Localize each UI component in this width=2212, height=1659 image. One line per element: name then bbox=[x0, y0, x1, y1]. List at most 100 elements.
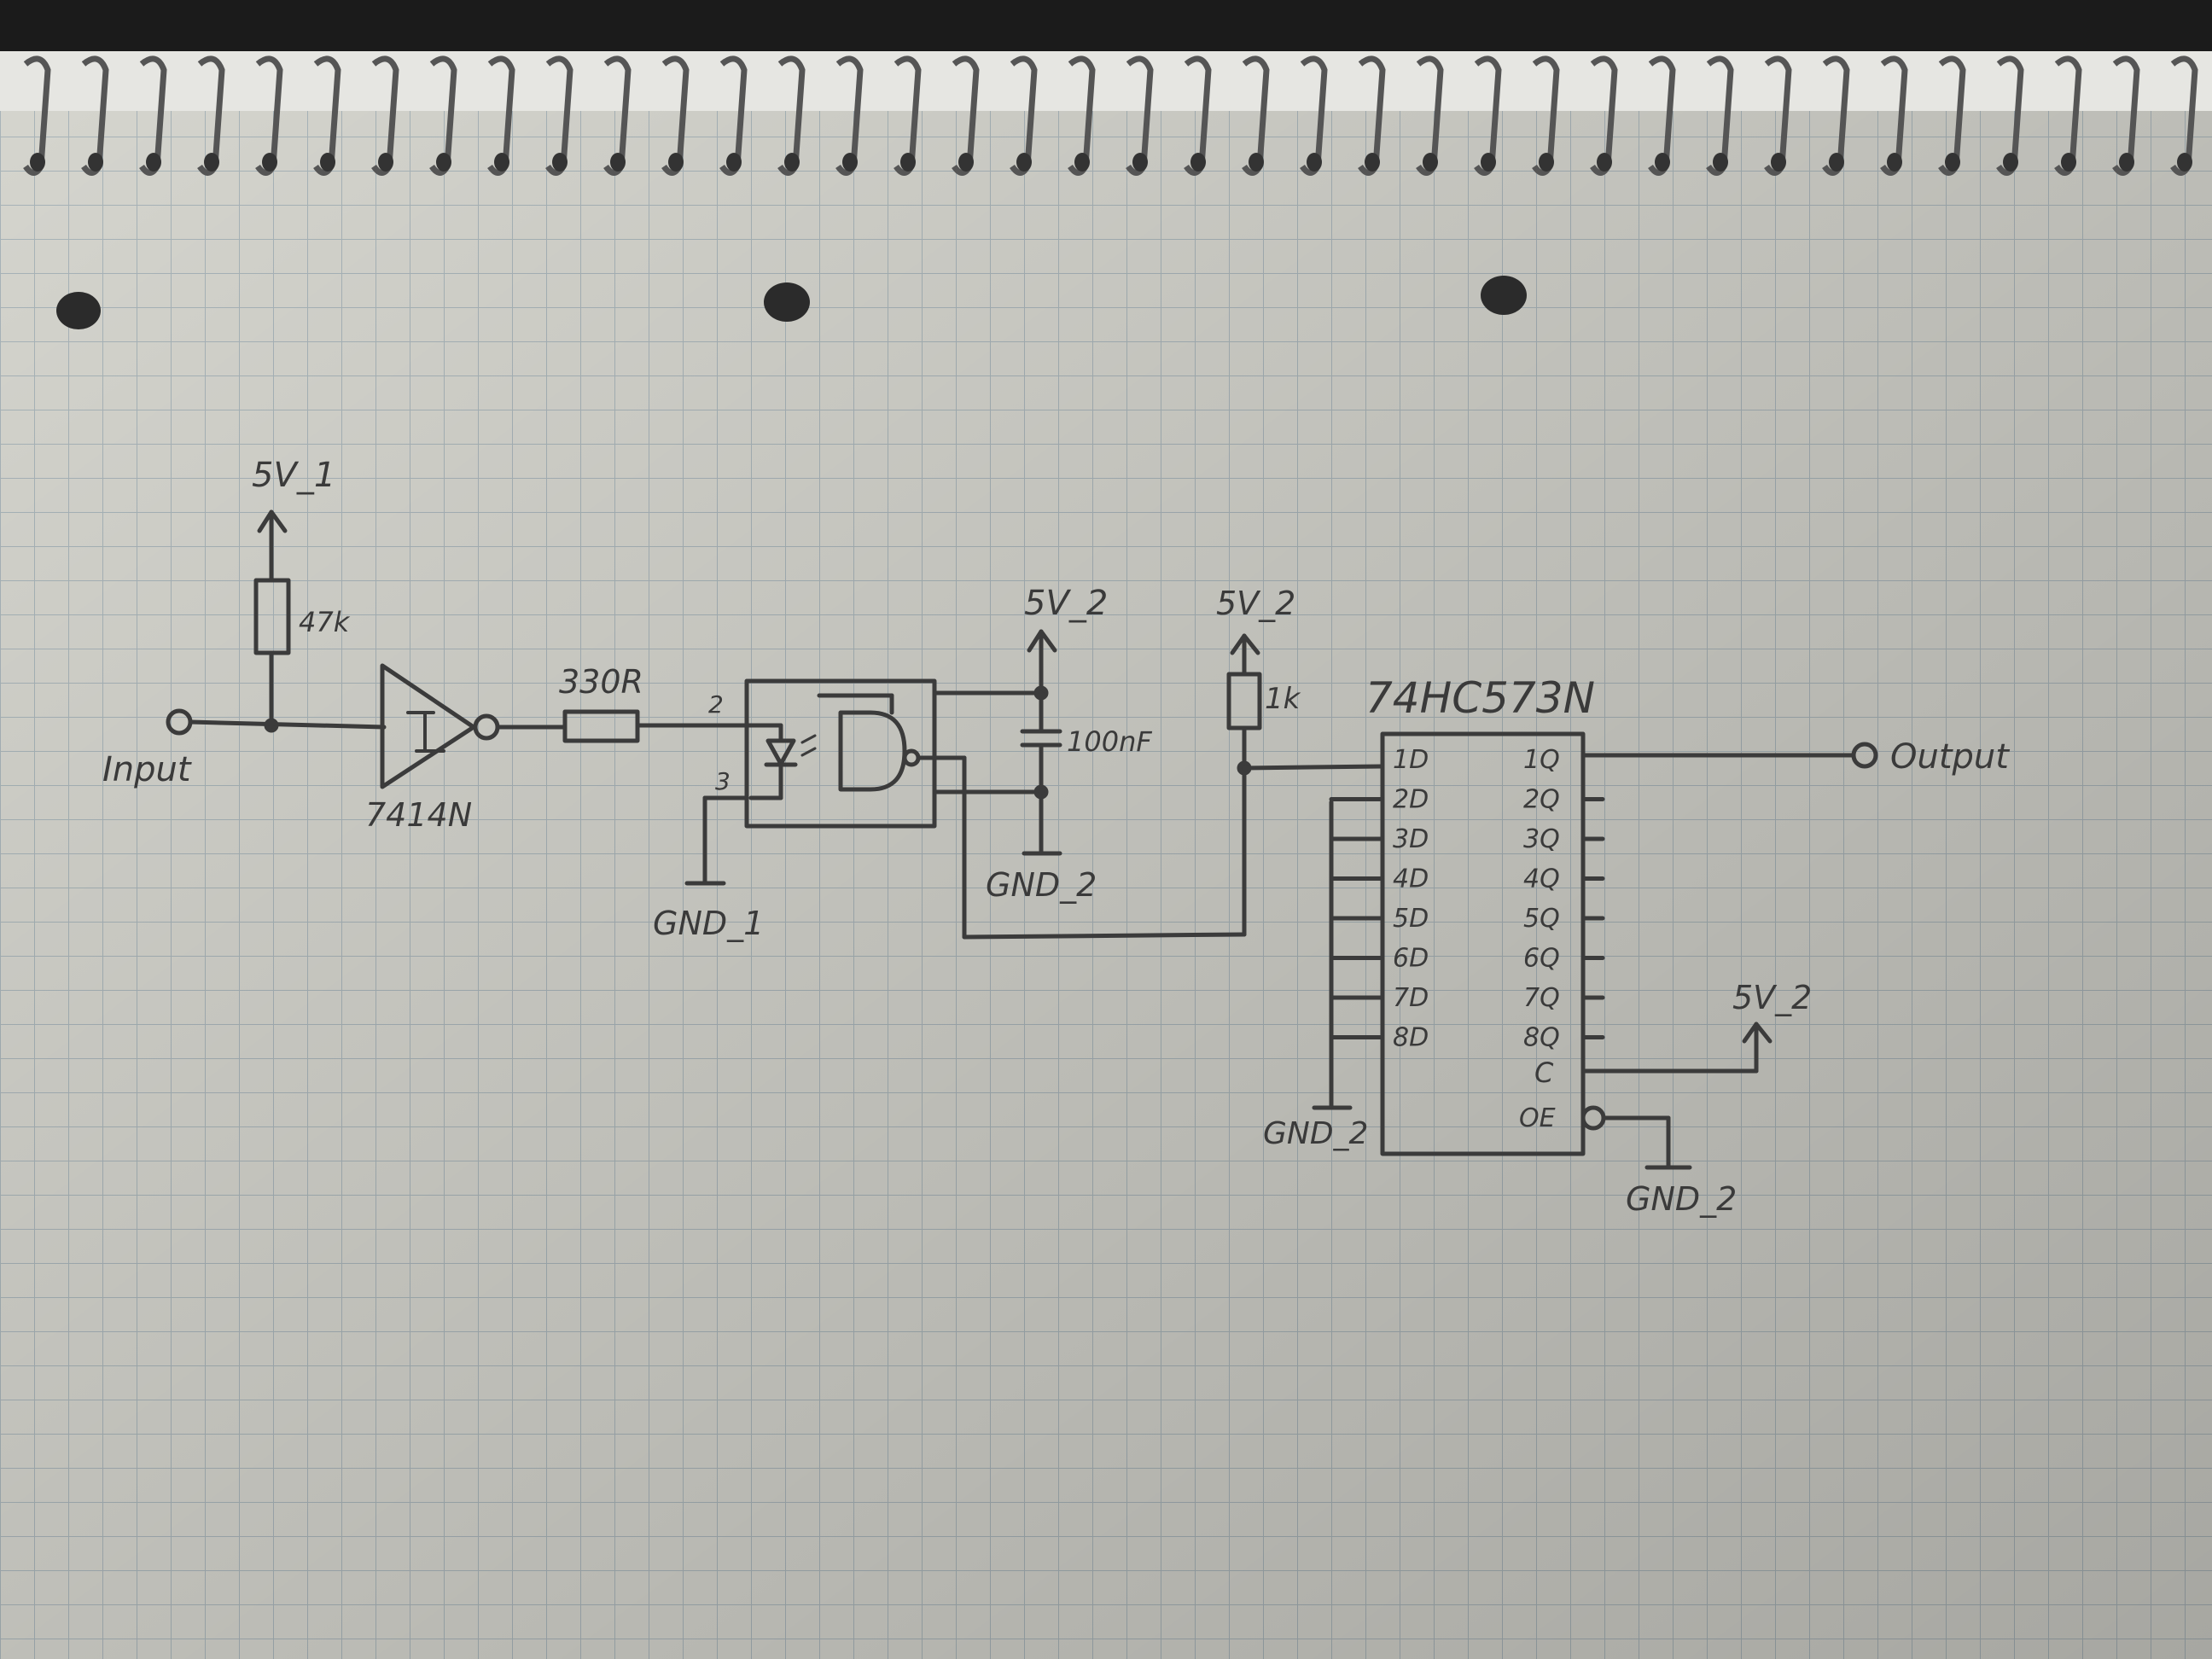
spiral-coil bbox=[1126, 55, 1154, 176]
spiral-hole bbox=[2003, 153, 2018, 172]
spiral-hole bbox=[610, 153, 626, 172]
spiral-coil bbox=[1764, 55, 1792, 176]
label-7414n: 7414N bbox=[365, 796, 472, 834]
latch-ic-body bbox=[1380, 731, 1586, 1156]
spiral-coil bbox=[661, 55, 690, 176]
label-pin2: 2 bbox=[708, 690, 724, 719]
label-1k: 1k bbox=[1265, 682, 1301, 716]
spiral-coil bbox=[371, 55, 399, 176]
spiral-hole bbox=[842, 153, 858, 172]
spiral-hole bbox=[1655, 153, 1670, 172]
spiral-hole bbox=[552, 153, 568, 172]
spiral-coil bbox=[1938, 55, 1966, 176]
label-gnd1: GND_1 bbox=[653, 905, 764, 942]
spiral-coil bbox=[81, 55, 109, 176]
spiral-coil bbox=[835, 55, 864, 176]
schmitt-inverter bbox=[380, 663, 476, 789]
latch-pin-label-d: 8D bbox=[1393, 1023, 1429, 1053]
spiral-hole bbox=[1307, 153, 1322, 172]
spiral-hole bbox=[1539, 153, 1554, 172]
opto-led bbox=[765, 738, 796, 766]
label-pin3: 3 bbox=[715, 767, 731, 795]
spiral-coil bbox=[2170, 55, 2198, 176]
spiral-coil bbox=[1242, 55, 1270, 176]
latch-pin-label-q: 4Q bbox=[1523, 864, 1560, 894]
power-arrow-5v2-latch bbox=[1742, 1022, 1773, 1044]
latch-pin-label-q: 1Q bbox=[1523, 745, 1560, 775]
spiral-coil bbox=[429, 55, 457, 176]
latch-pin-label-q: 2Q bbox=[1523, 785, 1560, 815]
spiral-hole bbox=[1887, 153, 1902, 172]
spiral-coil bbox=[1996, 55, 2024, 176]
spiral-coil bbox=[1590, 55, 1618, 176]
spiral-coil bbox=[1706, 55, 1734, 176]
spiral-coil bbox=[487, 55, 515, 176]
spiral-hole bbox=[958, 153, 974, 172]
spiral-hole bbox=[204, 153, 219, 172]
spiral-binding bbox=[23, 55, 2198, 176]
spiral-coil bbox=[1358, 55, 1386, 176]
label-47k: 47k bbox=[299, 606, 351, 638]
spiral-coil bbox=[313, 55, 341, 176]
spiral-coil bbox=[1068, 55, 1096, 176]
label-330r: 330R bbox=[559, 663, 643, 701]
label-gnd2-oe: GND_2 bbox=[1626, 1180, 1737, 1218]
spiral-hole bbox=[1481, 153, 1496, 172]
spiral-hole bbox=[1365, 153, 1380, 172]
latch-pin-label-q: 7Q bbox=[1523, 983, 1560, 1013]
power-arrow-5v2-cap bbox=[1027, 629, 1057, 653]
opto-gate bbox=[838, 710, 907, 792]
desk-edge bbox=[0, 0, 2212, 51]
spiral-coil bbox=[23, 55, 51, 176]
spiral-coil bbox=[1474, 55, 1502, 176]
latch-pin-label-d: 7D bbox=[1393, 983, 1429, 1013]
spiral-coil bbox=[1300, 55, 1328, 176]
label-100nf: 100nF bbox=[1067, 725, 1152, 758]
label-input: Input bbox=[102, 750, 192, 789]
spiral-coil bbox=[603, 55, 632, 176]
spiral-hole bbox=[1423, 153, 1438, 172]
latch-pin-label-d: 6D bbox=[1393, 944, 1429, 974]
label-gnd2-cap: GND_2 bbox=[986, 866, 1097, 904]
latch-pin-label-q: 5Q bbox=[1523, 904, 1560, 934]
spiral-coil bbox=[2054, 55, 2082, 176]
spiral-coil bbox=[139, 55, 167, 176]
latch-pin-label-q: 3Q bbox=[1523, 824, 1560, 854]
spiral-hole bbox=[320, 153, 335, 172]
label-5v2-pullup: 5V_2 bbox=[1216, 585, 1295, 622]
latch-pin-label-d: 1D bbox=[1393, 745, 1429, 775]
spiral-hole bbox=[1190, 153, 1206, 172]
spiral-coil bbox=[719, 55, 748, 176]
spiral-hole bbox=[436, 153, 451, 172]
latch-pin-label-q: 8Q bbox=[1523, 1023, 1560, 1053]
punch-holes bbox=[56, 276, 1527, 329]
power-arrow-5v2-pullup bbox=[1230, 633, 1260, 655]
latch-pin-label-d: 3D bbox=[1393, 824, 1429, 854]
spiral-hole bbox=[2061, 153, 2076, 172]
spiral-coil bbox=[197, 55, 225, 176]
spiral-hole bbox=[2119, 153, 2134, 172]
spiral-coil bbox=[255, 55, 283, 176]
spiral-hole bbox=[2177, 153, 2192, 172]
label-5v1: 5V_1 bbox=[252, 456, 335, 495]
label-gnd2-left: GND_2 bbox=[1263, 1116, 1368, 1151]
label-output: Output bbox=[1890, 737, 2010, 777]
label-latch-oe: OE bbox=[1519, 1103, 1556, 1133]
label-5v2-cap: 5V_2 bbox=[1024, 584, 1108, 623]
label-latch-c: C bbox=[1534, 1057, 1554, 1089]
latch-pin-label-d: 2D bbox=[1393, 785, 1429, 815]
optocoupler bbox=[744, 678, 937, 829]
latch-pin-label-d: 4D bbox=[1393, 864, 1429, 894]
latch-pin-label-q: 6Q bbox=[1523, 944, 1560, 974]
label-5v2-latch: 5V_2 bbox=[1732, 979, 1812, 1016]
spiral-coil bbox=[1532, 55, 1560, 176]
spiral-coil bbox=[952, 55, 980, 176]
spiral-hole bbox=[726, 153, 742, 172]
spiral-coil bbox=[777, 55, 806, 176]
spiral-hole bbox=[900, 153, 916, 172]
spiral-hole bbox=[1249, 153, 1264, 172]
spiral-hole bbox=[262, 153, 277, 172]
spiral-hole bbox=[1016, 153, 1032, 172]
